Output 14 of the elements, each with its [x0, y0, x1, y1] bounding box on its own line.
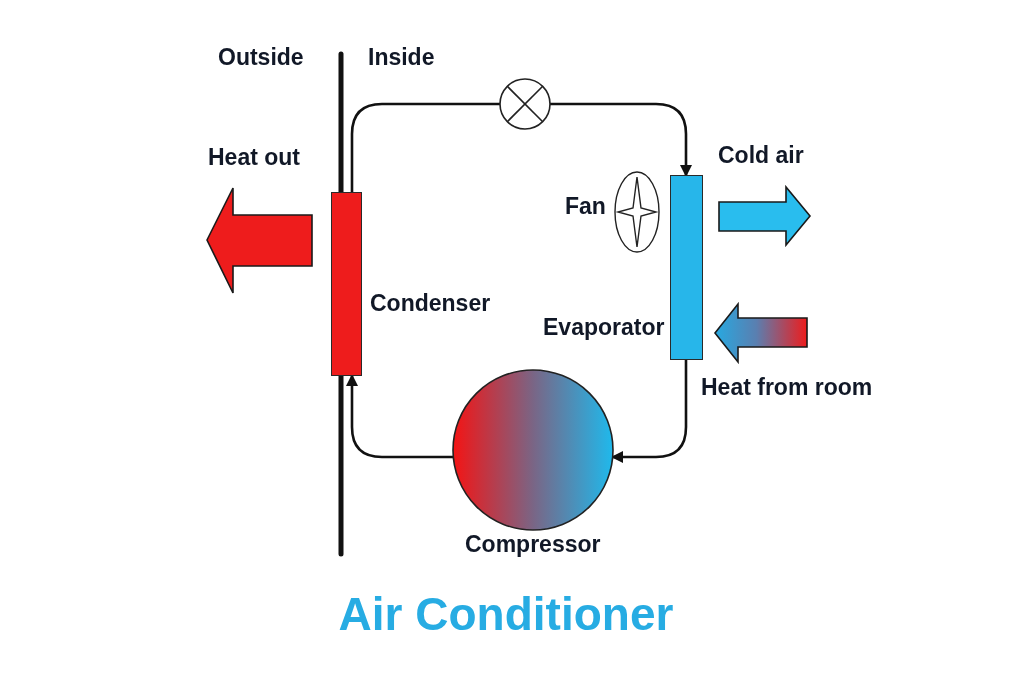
refrigerant-pipe: [350, 102, 500, 192]
heat-flow-label: Heat from room: [701, 373, 873, 401]
refrigerant-pipe: [611, 360, 688, 463]
component-label: Condenser: [370, 289, 491, 317]
refrigerant-pipe: [550, 102, 692, 177]
side-label: Inside: [368, 43, 435, 71]
component-label: Evaporator: [543, 313, 665, 341]
diagram-title: Air Conditioner: [338, 587, 674, 641]
heat-flow-label: Heat out: [208, 143, 300, 171]
component-label: Compressor: [465, 530, 601, 558]
component-label: Fan: [565, 192, 606, 220]
side-label: Outside: [218, 43, 304, 71]
refrigerant-pipe: [346, 374, 453, 459]
heat-flow-label: Cold air: [718, 141, 804, 169]
